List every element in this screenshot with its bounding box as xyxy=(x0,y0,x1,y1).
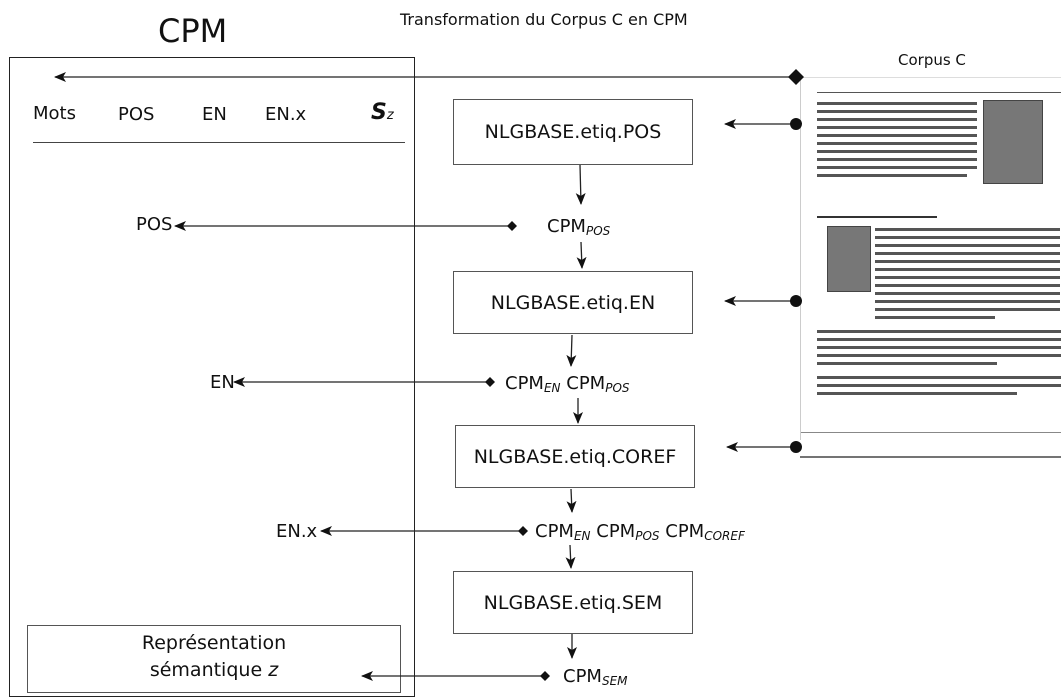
cpm-base: CPM xyxy=(566,373,606,394)
corpus-label: Corpus C xyxy=(898,51,966,69)
diamond-cpmen xyxy=(485,377,495,387)
column-pos: POS xyxy=(118,104,155,125)
cpm-sub-en: EN xyxy=(573,529,591,543)
diagram-title: Transformation du Corpus C en CPM xyxy=(400,10,688,29)
step-label-sem: NLGBASE.etiq.SEM xyxy=(483,591,663,614)
cpm-base: CPM xyxy=(563,666,602,687)
circle-pos xyxy=(790,118,802,130)
diamond-cpmsem xyxy=(540,671,550,681)
arrow-pos-to-cpmpos xyxy=(575,164,586,205)
cpm-sub-sem: SEM xyxy=(601,674,628,688)
cpm-sub-pos: POS xyxy=(635,529,660,543)
step-label-coref: NLGBASE.etiq.COREF xyxy=(473,445,677,468)
step-box-coref: NLGBASE.etiq.COREF xyxy=(455,425,695,488)
step-box-sem: NLGBASE.etiq.SEM xyxy=(453,571,693,634)
cpm-sub-pos: POS xyxy=(585,224,611,238)
corpus-document xyxy=(800,77,1061,440)
cpm-label-sem: CPMSEM xyxy=(563,666,628,688)
column-s: S xyxy=(371,100,387,125)
doc-photo-2 xyxy=(827,226,871,292)
arrow-cpmpos-to-en xyxy=(576,241,587,269)
circle-en xyxy=(790,295,802,307)
semantic-representation-box: Représentation sémantique z xyxy=(27,625,401,693)
cpm-base: CPM xyxy=(665,521,705,542)
cpm-sub-coref: COREF xyxy=(704,529,745,543)
cpm-heading: CPM xyxy=(158,12,228,50)
cpm-label-coref: CPMEN CPMPOS CPMCOREF xyxy=(535,521,745,543)
step-box-pos: NLGBASE.etiq.POS xyxy=(453,99,693,165)
doc-header-rule xyxy=(817,92,1061,93)
cpm-sub-pos: POS xyxy=(605,381,630,395)
representation-line2-text: sémantique xyxy=(149,659,263,681)
cpm-label-en: CPMEN CPMPOS xyxy=(505,373,630,395)
doc-footer-rule xyxy=(801,432,1061,433)
step-box-en: NLGBASE.etiq.EN xyxy=(453,271,693,334)
output-pos: POS xyxy=(136,214,173,235)
representation-var: z xyxy=(268,659,279,681)
circle-coref xyxy=(790,441,802,453)
output-enx: EN.x xyxy=(276,521,318,542)
column-sz: Sz xyxy=(371,100,394,125)
arrow-coref-to-cpmcoref xyxy=(566,488,577,513)
column-s-sub: z xyxy=(386,108,394,123)
cpm-base: CPM xyxy=(535,521,574,542)
column-enx: EN.x xyxy=(265,104,307,125)
cpm-sub-en: EN xyxy=(543,381,561,395)
cpm-label-pos: CPMPOS xyxy=(547,216,611,238)
arrow-en-to-cpmen xyxy=(566,334,577,367)
diamond-corpus xyxy=(788,69,804,85)
step-label-en: NLGBASE.etiq.EN xyxy=(490,291,656,314)
cpm-base: CPM xyxy=(505,373,544,394)
arrow-cpmcoref-to-sem xyxy=(565,544,576,569)
diamond-cpmcoref xyxy=(518,526,528,536)
output-en: EN xyxy=(210,372,235,393)
representation-line2: sémantique z xyxy=(28,657,400,684)
step-label-pos: NLGBASE.etiq.POS xyxy=(484,121,662,143)
column-en: EN xyxy=(202,104,227,125)
header-divider xyxy=(33,142,405,143)
doc-photo-1 xyxy=(983,100,1043,184)
cpm-base: CPM xyxy=(547,216,586,237)
representation-line1: Représentation xyxy=(141,632,287,654)
column-mots: Mots xyxy=(33,103,76,124)
cpm-base: CPM xyxy=(596,521,636,542)
diamond-cpmpos xyxy=(507,221,517,231)
